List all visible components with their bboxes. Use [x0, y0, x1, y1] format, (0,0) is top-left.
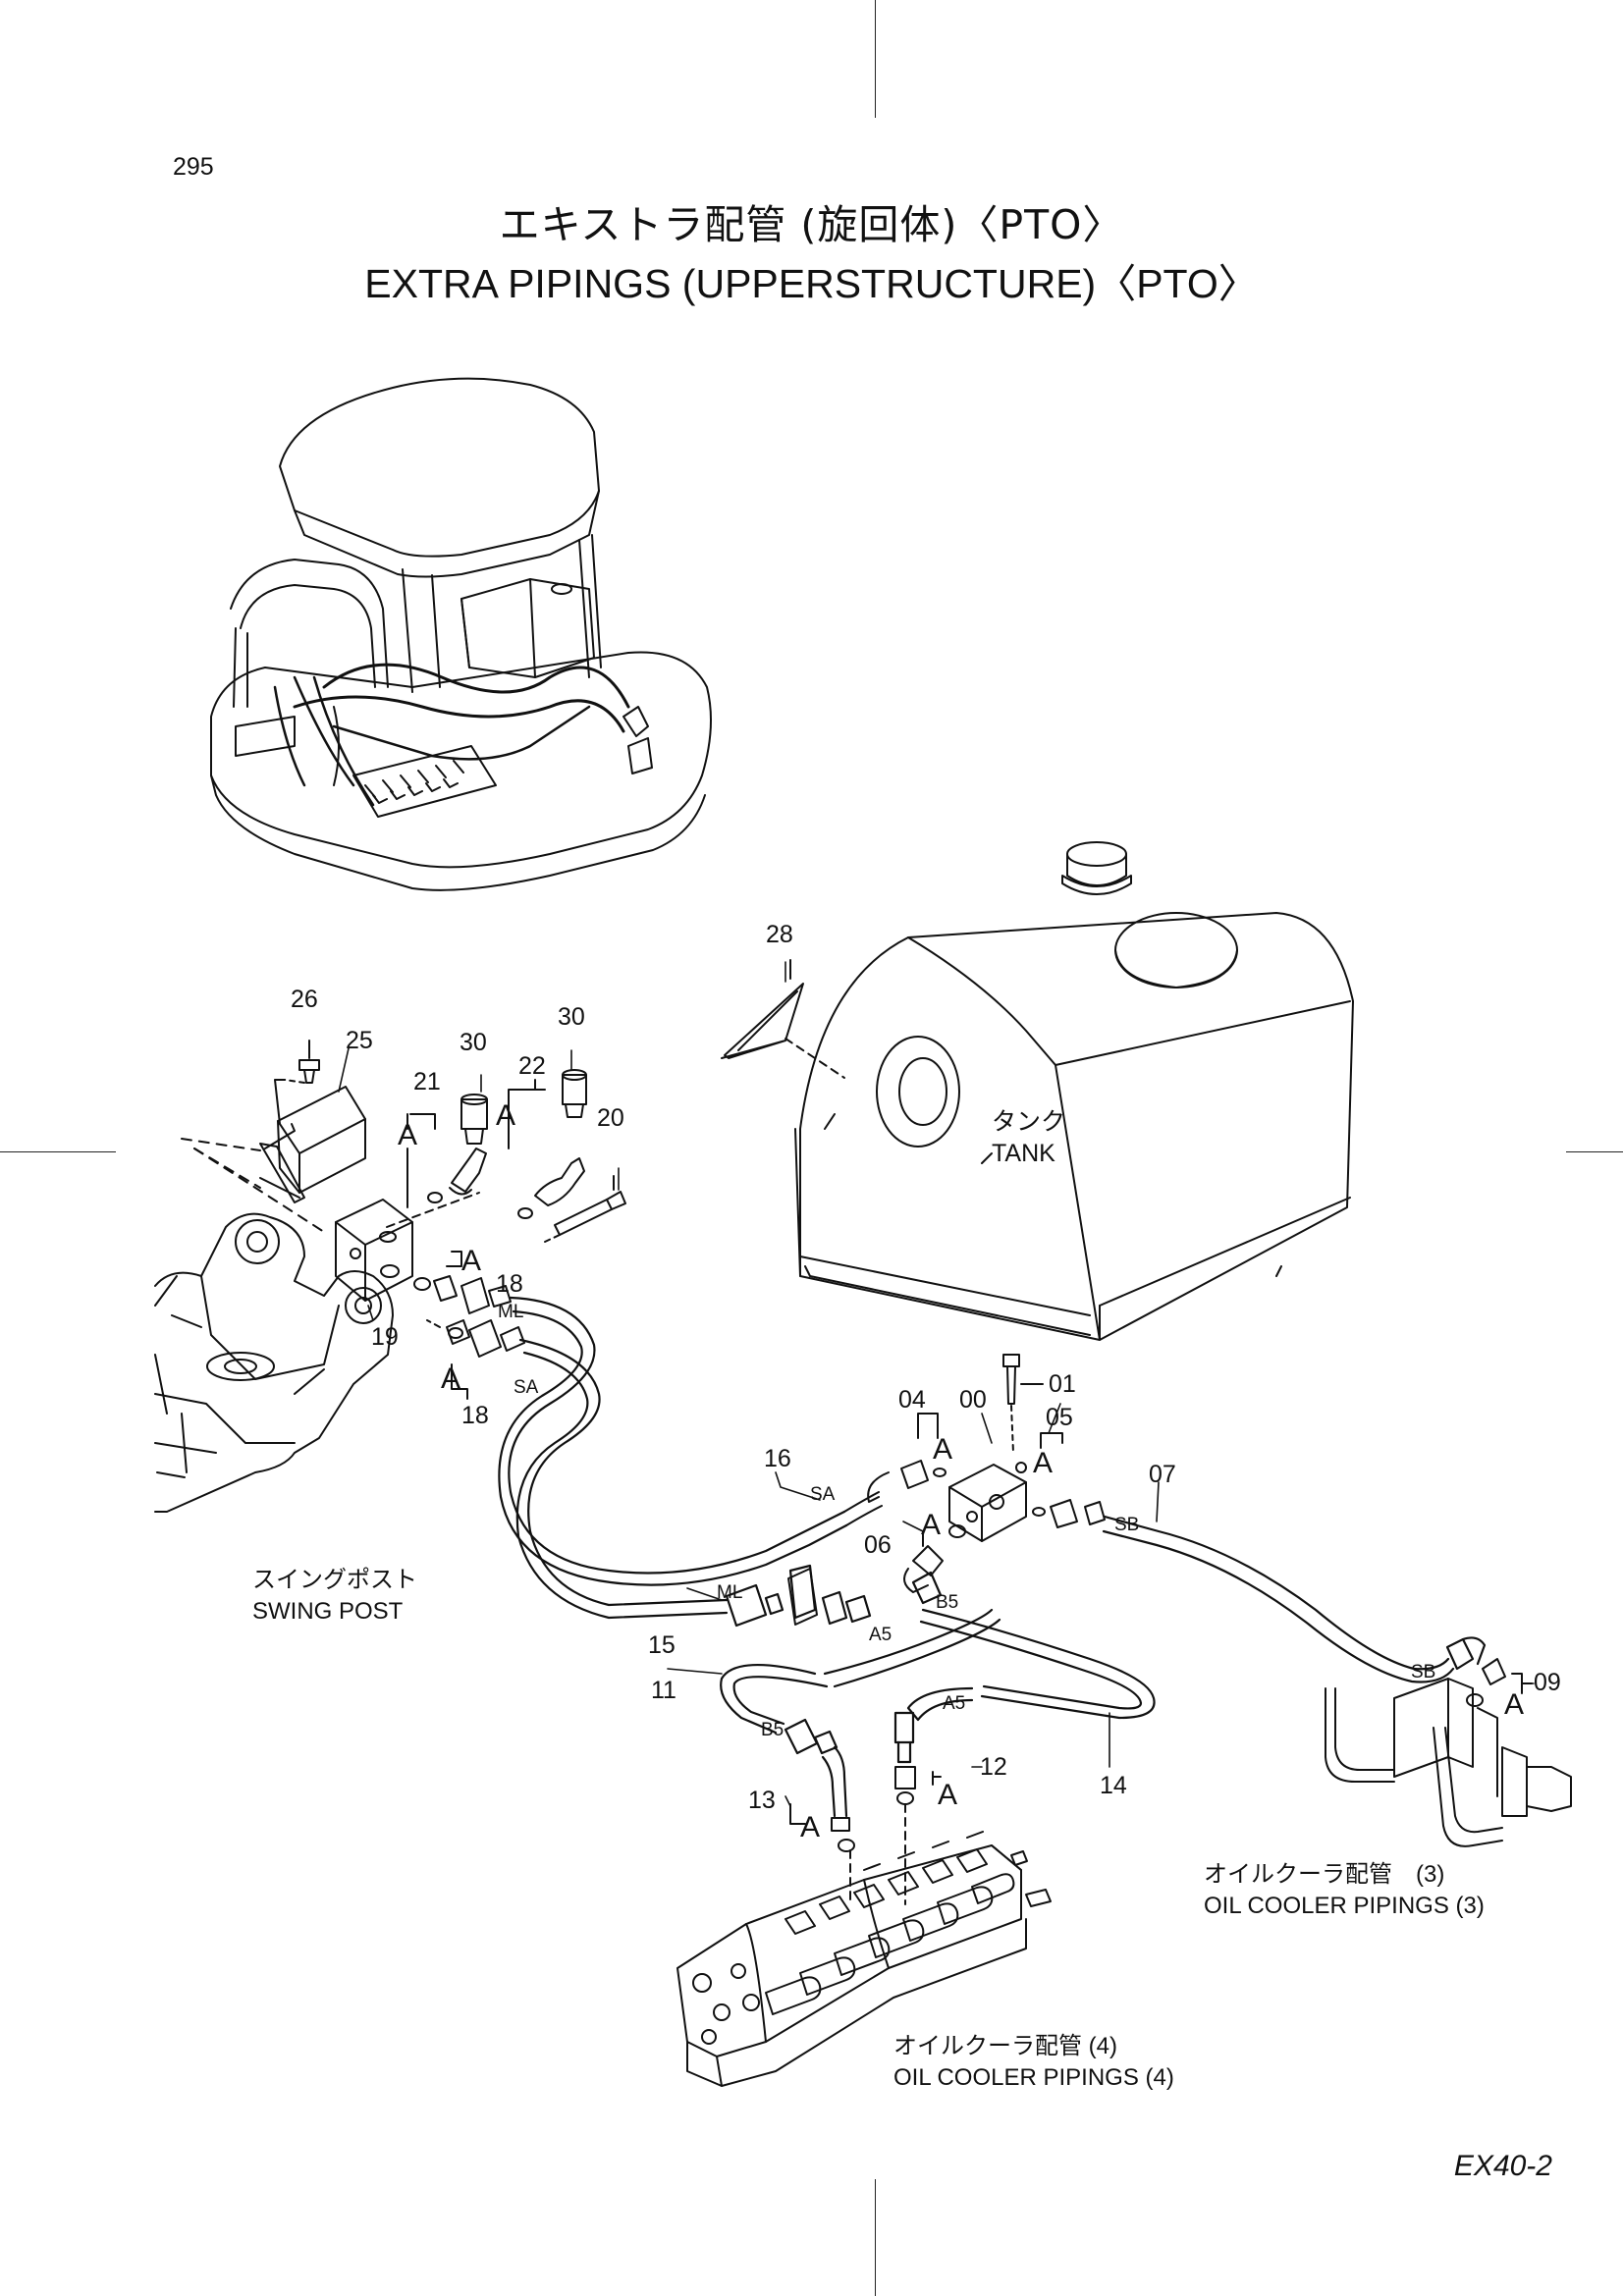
fitting-12	[894, 1766, 942, 1805]
fitting-06	[903, 1524, 966, 1593]
detail-letter-a: A	[921, 1509, 942, 1541]
swing-post-label-jp: スイングポスト	[252, 1567, 417, 1593]
control-valve	[676, 1831, 1052, 2087]
part-number-04: 04	[898, 1386, 926, 1414]
fitting-13	[789, 1803, 855, 1852]
plate-28	[721, 959, 845, 1079]
union-18-upper	[413, 1251, 512, 1314]
part-number-14: 14	[1100, 1772, 1127, 1799]
model-code: EX40-2	[1453, 2150, 1552, 2182]
cap-30-left	[460, 1094, 488, 1145]
crop-mark-right	[1566, 1151, 1623, 1152]
oil-cooler-pipe-3	[1325, 1678, 1572, 1847]
oil-cooler-3-label-en: OIL COOLER PIPINGS (3)	[1204, 1893, 1485, 1919]
part-number-30-right: 30	[558, 1003, 585, 1031]
block-19	[335, 1192, 480, 1302]
part-number-18-lower: 18	[461, 1402, 489, 1429]
detail-letter-a: A	[398, 1119, 418, 1151]
oil-cooler-4-label-en: OIL COOLER PIPINGS (4)	[893, 2064, 1174, 2091]
cap-30-right	[562, 1069, 587, 1118]
part-number-16: 16	[764, 1445, 791, 1472]
port-mark-sa-left: SA	[514, 1377, 539, 1398]
tank-label-en: TANK	[992, 1140, 1055, 1167]
port-mark-sb-valve: SB	[1114, 1515, 1140, 1535]
swing-post-label-en: SWING POST	[252, 1598, 404, 1625]
part-number-05: 05	[1046, 1404, 1073, 1431]
bolt-20	[544, 1175, 626, 1243]
leader-lines	[338, 961, 1535, 1807]
elbow-22	[508, 1079, 585, 1219]
part-number-26: 26	[291, 986, 318, 1013]
port-mark-a5-lower: A5	[943, 1693, 966, 1714]
detail-letter-a: A	[496, 1099, 516, 1132]
part-number-15: 15	[648, 1631, 676, 1659]
port-mark-b5-upper: B5	[936, 1592, 959, 1613]
union-18-lower	[426, 1319, 525, 1400]
page-title-english: EXTRA PIPINGS (UPPERSTRUCTURE)〈PTO〉	[364, 261, 1259, 306]
part-number-09: 09	[1534, 1669, 1561, 1696]
part-number-13: 13	[748, 1787, 776, 1814]
part-number-06: 06	[864, 1531, 892, 1559]
part-number-11: 11	[651, 1677, 676, 1704]
part-number-12: 12	[980, 1753, 1007, 1781]
port-mark-a5-upper: A5	[869, 1625, 893, 1645]
port-mark-ml-upper: ML	[498, 1302, 524, 1322]
detail-letter-a: A	[933, 1433, 953, 1466]
part-number-21: 21	[413, 1068, 441, 1095]
detail-letter-a: A	[1033, 1447, 1054, 1479]
part-number-18-upper: 18	[496, 1270, 523, 1298]
part-number-00: 00	[959, 1386, 987, 1414]
machine-overview	[210, 377, 712, 891]
oil-cooler-4-label-jp: オイルクーラ配管 (4)	[893, 2033, 1117, 2059]
clamp	[787, 1568, 818, 1626]
hose-11-14	[720, 1571, 1156, 1818]
port-mark-sb-cooler: SB	[1411, 1662, 1436, 1682]
crop-mark-top	[875, 0, 876, 118]
hose-bundle-15-16	[498, 1296, 872, 1628]
part-number-01: 01	[1049, 1370, 1076, 1398]
hose-16-end	[843, 1491, 883, 1526]
port-mark-b5-lower: B5	[761, 1720, 784, 1740]
elbow-21	[406, 1113, 487, 1208]
detail-letter-a: A	[938, 1779, 958, 1811]
part-number-28: 28	[766, 921, 793, 948]
page-title-japanese: エキストラ配管 (旋回体)〈PTO〉	[499, 201, 1124, 248]
fitting-05	[1032, 1432, 1106, 1528]
detail-letter-a: A	[461, 1245, 482, 1277]
part-number-19: 19	[371, 1323, 399, 1351]
hydraulic-tank	[794, 841, 1354, 1341]
part-number-20: 20	[597, 1104, 624, 1132]
crop-mark-left	[0, 1151, 116, 1152]
port-mark-sa-valve: SA	[810, 1484, 836, 1505]
guide-line	[849, 1803, 906, 1905]
crop-mark-bottom	[875, 2179, 876, 2296]
valve-00	[948, 1354, 1044, 1542]
part-number-30-left: 30	[460, 1029, 487, 1056]
detail-letter-a: A	[1504, 1688, 1525, 1721]
part-number-22: 22	[518, 1052, 546, 1080]
fitting-04	[867, 1413, 947, 1503]
cover-25	[259, 1040, 366, 1203]
part-number-25: 25	[346, 1027, 373, 1054]
detail-letter-a: A	[441, 1362, 461, 1395]
tank-label-jp: タンク	[992, 1108, 1066, 1136]
part-number-07: 07	[1149, 1461, 1176, 1488]
page-number: 295	[173, 153, 214, 181]
port-mark-ml-hose: ML	[717, 1582, 743, 1603]
detail-letter-a: A	[800, 1811, 821, 1843]
swing-post	[154, 1212, 394, 1513]
hose-07	[1102, 1515, 1487, 1683]
oil-cooler-3-label-jp: オイルクーラ配管 (3)	[1204, 1861, 1445, 1888]
